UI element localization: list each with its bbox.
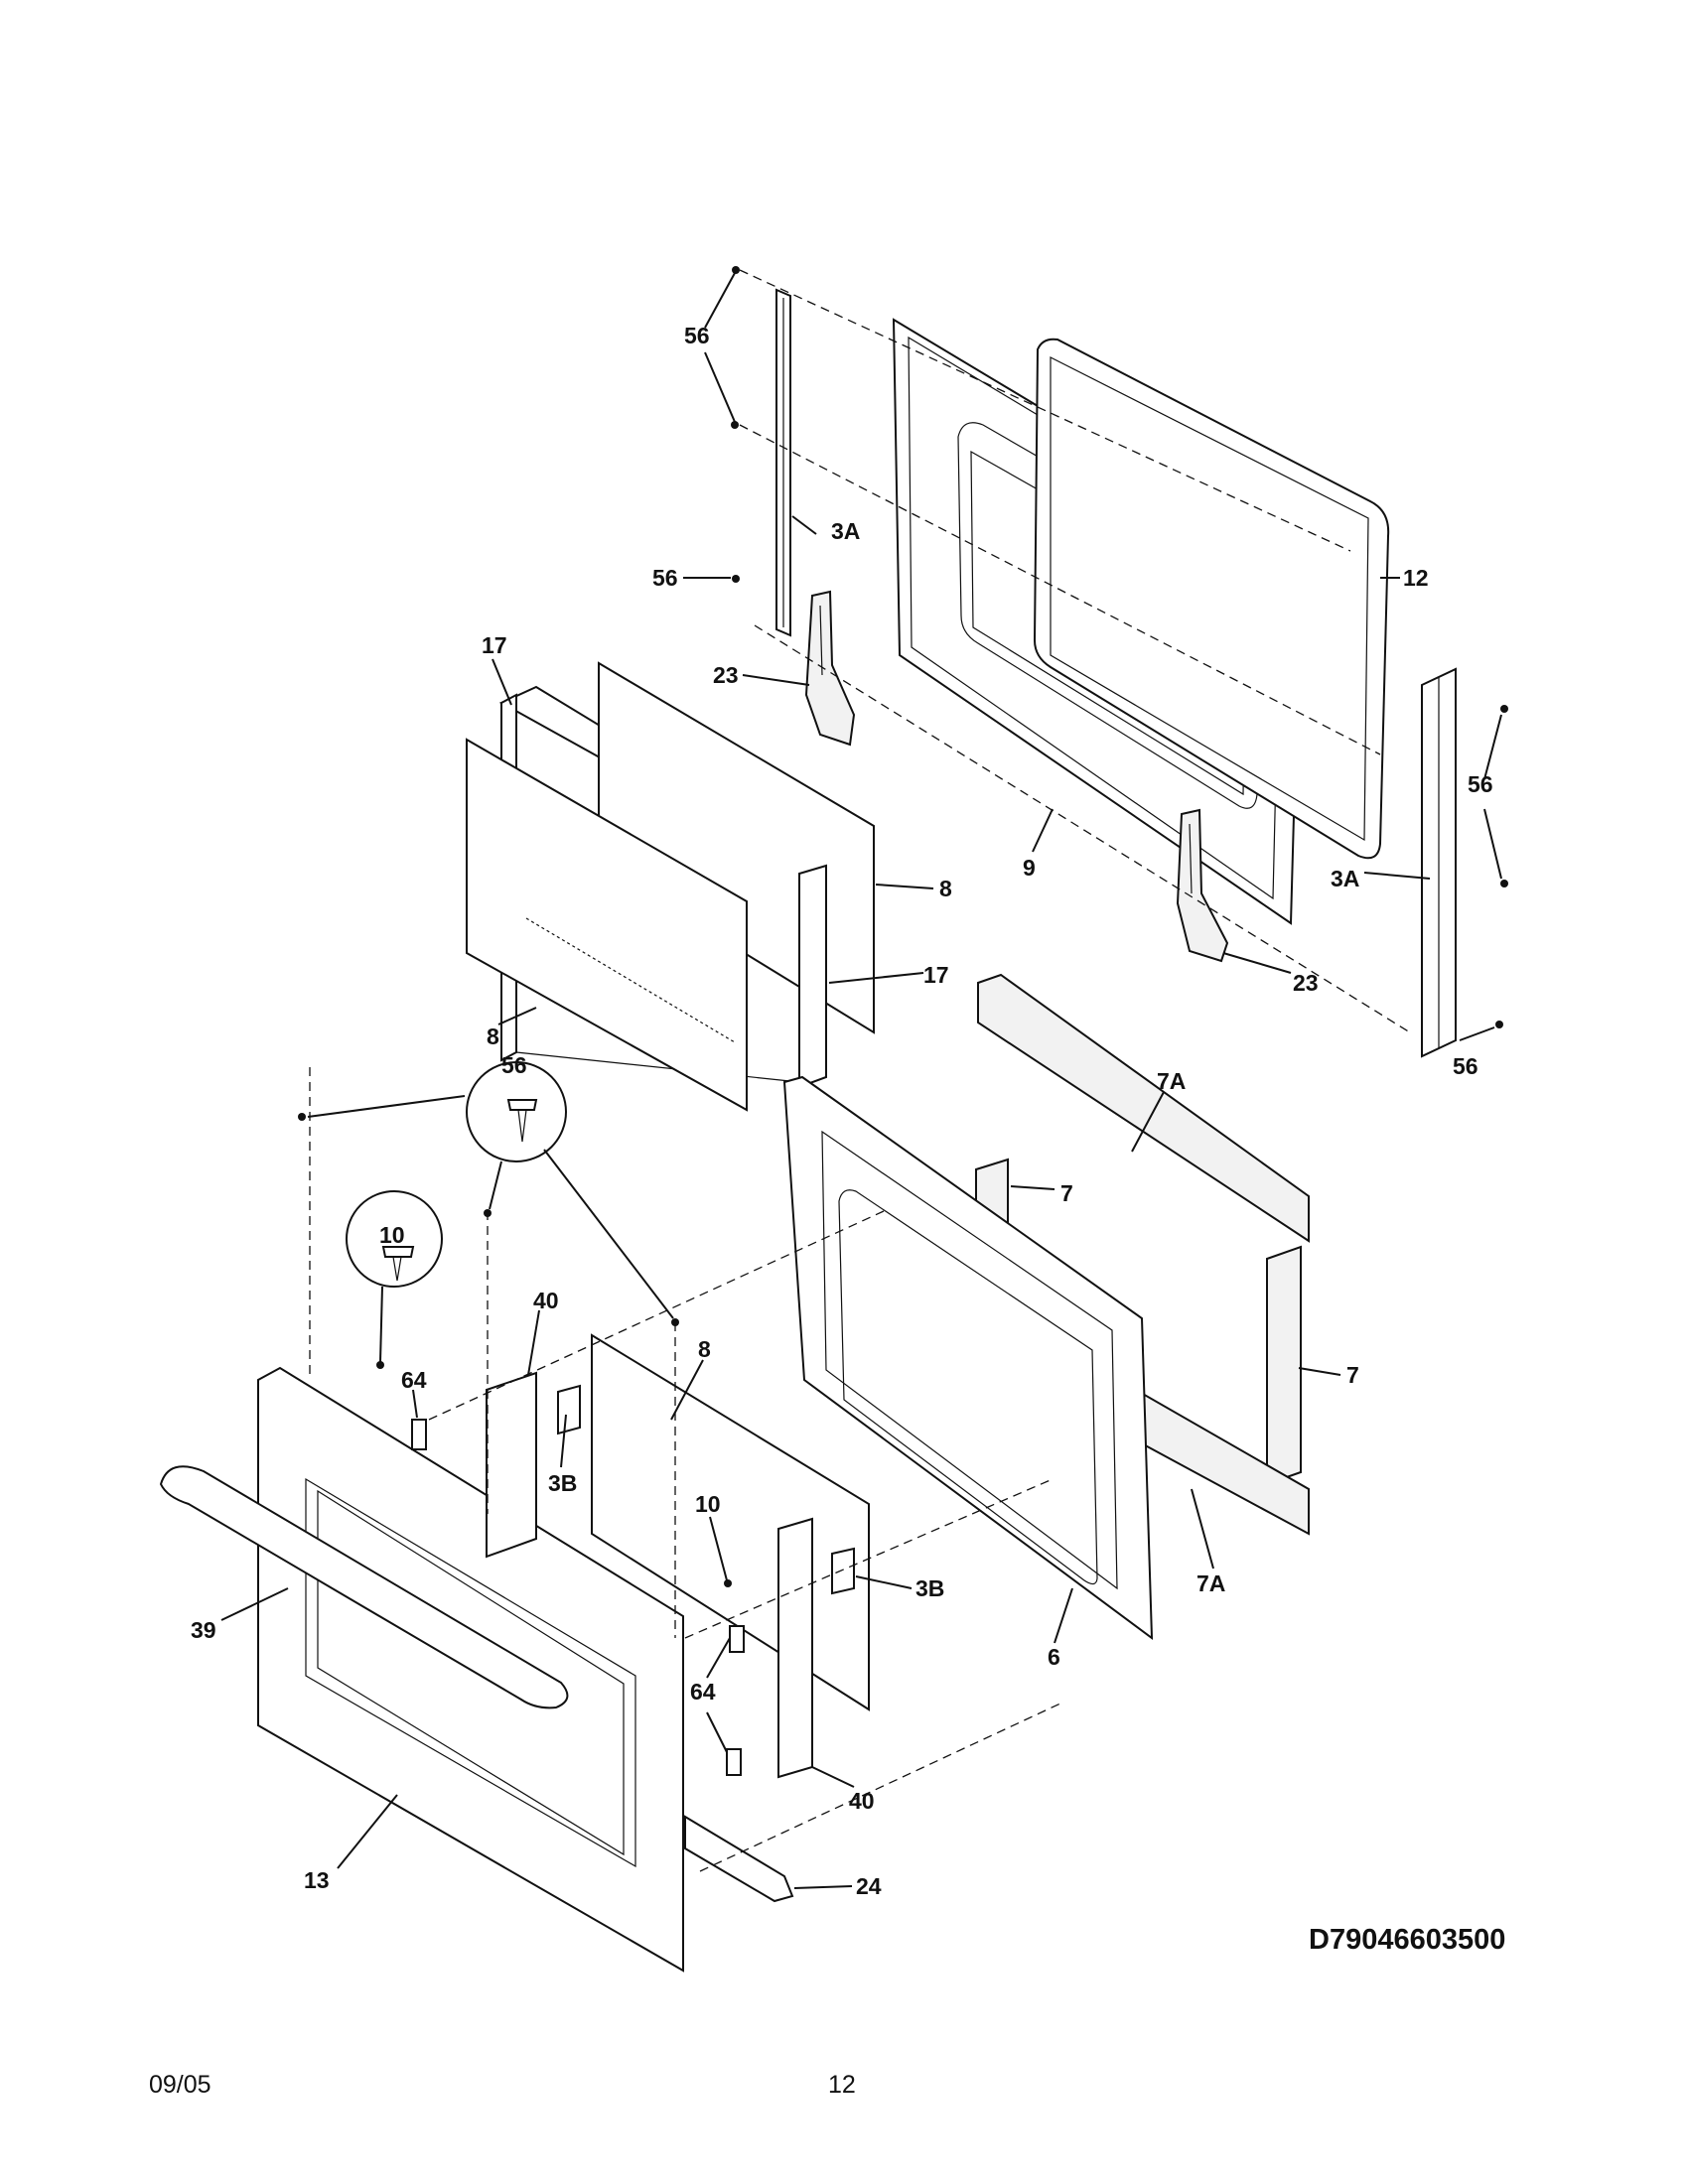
callout-8: 8 <box>487 1024 499 1049</box>
vent-3B-left <box>557 1384 581 1435</box>
page-number: 12 <box>828 2071 856 2099</box>
callout-3A: 3A <box>831 518 860 544</box>
callout-56: 56 <box>652 565 678 591</box>
screw-detail-56 <box>466 1061 567 1162</box>
assembly-guide-lines <box>309 269 1411 1872</box>
callout-3A: 3A <box>1331 866 1359 891</box>
callout-64: 64 <box>690 1679 716 1705</box>
vent-3B-right <box>831 1547 855 1595</box>
hinge-23-lower <box>1176 808 1229 963</box>
callout-7: 7 <box>1060 1180 1073 1206</box>
bracket-40-right <box>777 1517 813 1779</box>
callout-3B: 3B <box>915 1575 944 1601</box>
hinge-23-upper <box>804 590 856 747</box>
callout-8: 8 <box>698 1336 711 1362</box>
screws-10 <box>376 1361 732 1587</box>
leader-lines <box>220 272 1502 1889</box>
callout-39: 39 <box>191 1617 216 1643</box>
callout-56: 56 <box>684 323 710 348</box>
callout-12: 12 <box>1403 565 1429 591</box>
screws-56 <box>298 266 1508 1326</box>
callout-8: 8 <box>939 876 952 901</box>
clip-64-right-upper <box>729 1625 745 1653</box>
callout-56-detail: 56 <box>501 1052 527 1078</box>
callouts: 56 3A 56 12 17 23 8 17 9 56 3A 23 8 7A 5… <box>191 323 1493 1899</box>
clip-64-right-lower <box>726 1748 742 1776</box>
callout-40: 40 <box>849 1788 875 1814</box>
door-gasket-12 <box>1033 338 1390 860</box>
callout-17: 17 <box>923 962 949 988</box>
callout-10-detail: 10 <box>379 1222 405 1248</box>
callout-3B: 3B <box>548 1470 577 1496</box>
side-channel-3A-right <box>1421 667 1457 1058</box>
side-channel-3A-left <box>775 288 791 637</box>
footer-date: 09/05 <box>149 2071 211 2099</box>
callout-7A: 7A <box>1157 1068 1186 1094</box>
callout-17: 17 <box>482 632 507 658</box>
door-liner-6 <box>782 1075 1154 1641</box>
clip-64-left <box>411 1419 427 1450</box>
screw-detail-10 <box>346 1190 443 1288</box>
glass-8-front <box>466 738 748 1112</box>
handle-39 <box>159 1465 569 1709</box>
callout-6: 6 <box>1048 1644 1060 1670</box>
callout-56: 56 <box>1453 1053 1478 1079</box>
callout-64: 64 <box>401 1367 427 1393</box>
callout-7: 7 <box>1346 1362 1359 1388</box>
callout-23: 23 <box>713 662 739 688</box>
callout-56: 56 <box>1468 771 1493 797</box>
callout-13: 13 <box>304 1867 330 1893</box>
callout-7A: 7A <box>1196 1570 1225 1596</box>
insulation-7-right <box>1266 1245 1302 1486</box>
callout-9: 9 <box>1023 855 1036 881</box>
callout-10: 10 <box>695 1491 721 1517</box>
callout-23: 23 <box>1293 970 1319 996</box>
diagram-id-code: D79046603500 <box>1309 1924 1506 1956</box>
bracket-40-left <box>486 1371 537 1559</box>
callout-40: 40 <box>533 1288 559 1313</box>
insulation-7A-top <box>977 973 1310 1243</box>
slide-24 <box>684 1815 794 1903</box>
callout-24: 24 <box>856 1873 882 1899</box>
